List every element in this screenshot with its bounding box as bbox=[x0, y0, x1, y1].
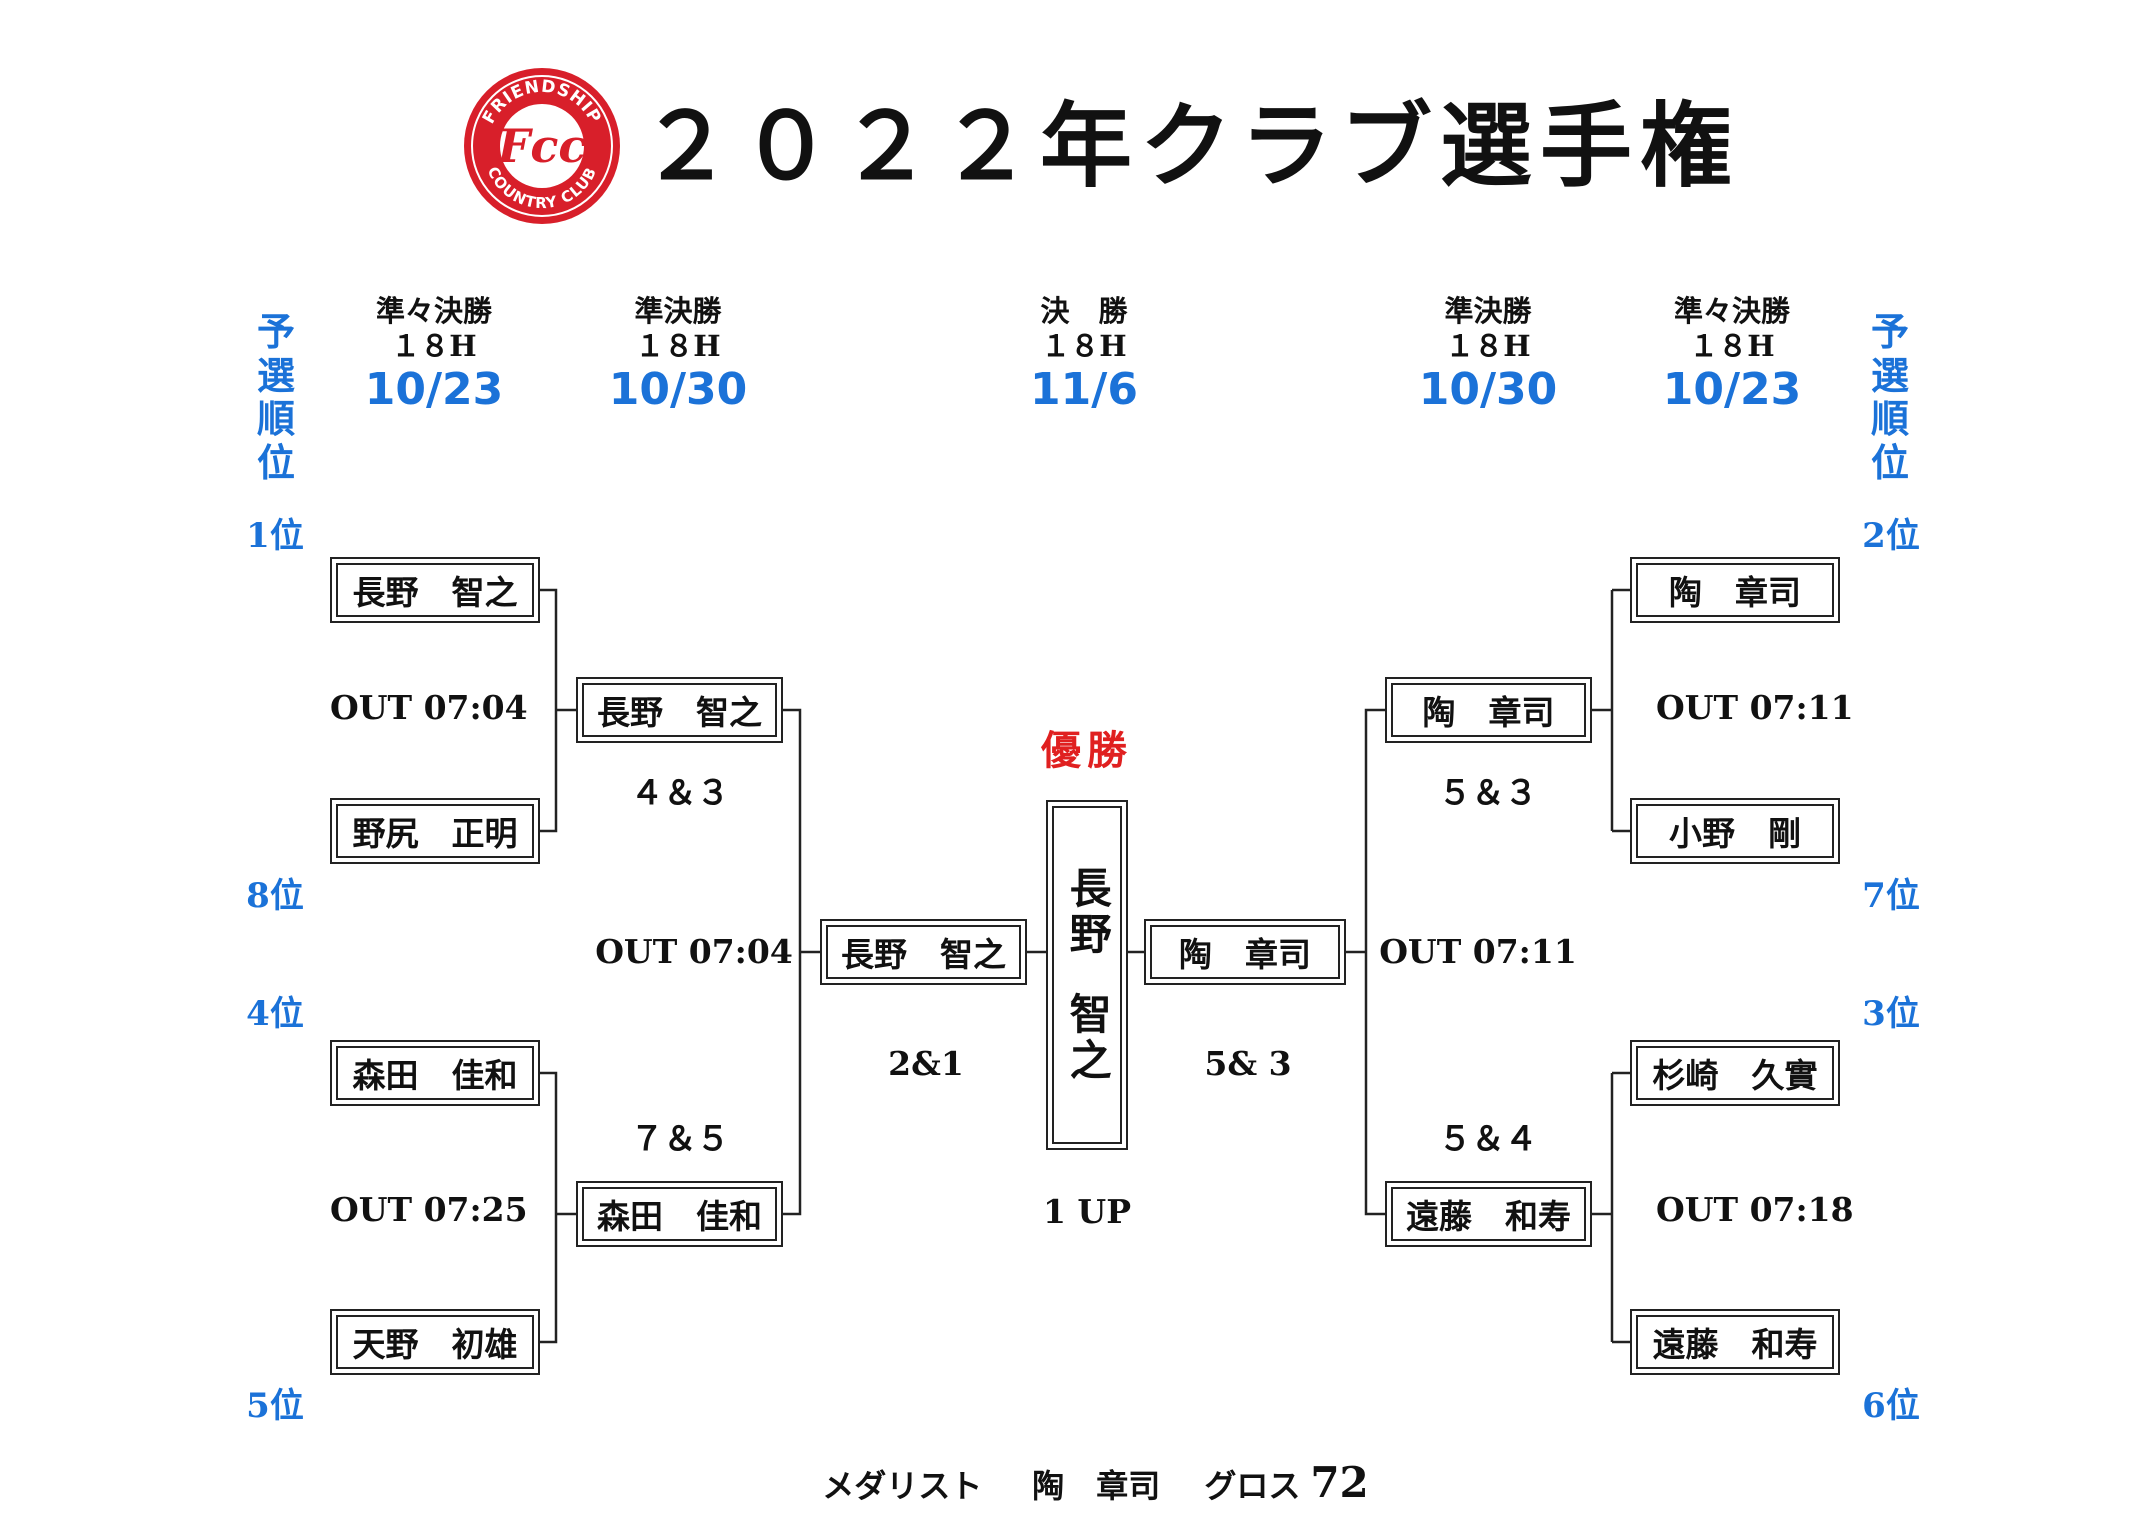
medalist-label: メダリスト bbox=[822, 1467, 983, 1505]
player-box-left-qf-1: 長野 智之 bbox=[330, 557, 540, 623]
round-name: 準決勝 bbox=[634, 294, 722, 328]
score-right-sf-2: ５＆４ bbox=[1438, 1119, 1538, 1158]
champion-box: 長野 智之 bbox=[1046, 800, 1128, 1150]
player-box-left-sf-1: 長野 智之 bbox=[576, 677, 783, 743]
bracket-line-right-qf1 bbox=[1592, 588, 1630, 833]
round-date: 10/30 bbox=[1418, 363, 1558, 415]
medalist-gross: 72 bbox=[1310, 1458, 1369, 1507]
player-box-left-qf-3: 森田 佳和 bbox=[330, 1040, 540, 1106]
final-result: 1 UP bbox=[1042, 1192, 1132, 1231]
player-box-right-sf-1: 陶 章司 bbox=[1385, 677, 1592, 743]
round-name: 準々決勝 bbox=[375, 294, 492, 328]
round-date: 10/23 bbox=[1662, 363, 1802, 415]
tee-time-right-qf-2: OUT 07:18 bbox=[1656, 1190, 1854, 1229]
tee-time-right-qf-1: OUT 07:11 bbox=[1656, 688, 1854, 727]
score-final-left: 2&1 bbox=[888, 1044, 964, 1083]
tee-time-left-qf-1: OUT 07:04 bbox=[330, 688, 528, 727]
round-holes: １８H bbox=[391, 328, 477, 363]
player-name: 長野 智之 bbox=[826, 925, 1021, 979]
score-right-sf-1: ５＆３ bbox=[1438, 773, 1538, 812]
player-box-right-sf-2: 遠藤 和寿 bbox=[1385, 1181, 1592, 1247]
round-header-left-sf: 準決勝 １８H 10/30 bbox=[578, 294, 778, 416]
player-box-right-qf-1: 陶 章司 bbox=[1630, 557, 1840, 623]
round-holes: １８H bbox=[1689, 328, 1775, 363]
player-name: 小野 剛 bbox=[1636, 804, 1834, 858]
player-name: 杉崎 久實 bbox=[1636, 1046, 1834, 1100]
tee-time-left-qf-2: OUT 07:25 bbox=[330, 1190, 528, 1229]
score-final-right: 5& 3 bbox=[1204, 1044, 1292, 1083]
bracket-line-left-sf bbox=[783, 708, 802, 1216]
player-name: 遠藤 和寿 bbox=[1636, 1315, 1834, 1369]
player-box-left-qf-2: 野尻 正明 bbox=[330, 798, 540, 864]
rank-left-3: 4位 bbox=[246, 994, 304, 1034]
rank-left-4: 5位 bbox=[246, 1386, 304, 1426]
round-header-right-sf: 準決勝 １８H 10/30 bbox=[1388, 294, 1588, 416]
round-header-final: 決 勝 １８H 11/6 bbox=[984, 294, 1184, 416]
medalist-gross-label: グロス bbox=[1204, 1467, 1301, 1505]
rank-right-2: 7位 bbox=[1862, 876, 1920, 916]
player-box-right-qf-3: 杉崎 久實 bbox=[1630, 1040, 1840, 1106]
player-name: 長野 智之 bbox=[336, 563, 534, 617]
finalist-box-right: 陶 章司 bbox=[1144, 919, 1346, 985]
qualifying-rank-label-left: 予選順位 bbox=[256, 309, 295, 486]
tee-time-left-sf: OUT 07:04 bbox=[595, 932, 793, 971]
player-name: 陶 章司 bbox=[1150, 925, 1340, 979]
bracket-line-right-sf bbox=[1346, 708, 1385, 1216]
round-holes: １８H bbox=[1445, 328, 1531, 363]
champion-label: 優勝 bbox=[1041, 727, 1133, 774]
bracket-line-left-qf1 bbox=[540, 588, 558, 833]
round-date: 10/23 bbox=[364, 363, 504, 415]
round-date: 11/6 bbox=[1030, 363, 1138, 415]
round-holes: １８H bbox=[635, 328, 721, 363]
player-name: 森田 佳和 bbox=[336, 1046, 534, 1100]
player-box-right-qf-2: 小野 剛 bbox=[1630, 798, 1840, 864]
round-date: 10/30 bbox=[608, 363, 748, 415]
medalist-name: 陶 章司 bbox=[1032, 1467, 1161, 1505]
player-box-left-qf-4: 天野 初雄 bbox=[330, 1309, 540, 1375]
player-name: 陶 章司 bbox=[1391, 683, 1586, 737]
round-name: 決 勝 bbox=[1040, 294, 1128, 328]
round-name: 準々決勝 bbox=[1673, 294, 1790, 328]
round-header-left-qf: 準々決勝 １８H 10/23 bbox=[334, 294, 534, 416]
bracket-line-right-qf2 bbox=[1592, 1071, 1630, 1344]
champion-name-line2: 智之 bbox=[1063, 992, 1113, 1084]
champion-name: 長野 智之 bbox=[1052, 806, 1122, 1144]
player-box-left-sf-2: 森田 佳和 bbox=[576, 1181, 783, 1247]
score-left-sf-2: ７＆５ bbox=[630, 1119, 730, 1158]
svg-text:Fcc: Fcc bbox=[496, 119, 587, 173]
page-title: ２０２２年クラブ選手権 bbox=[640, 92, 1741, 200]
rank-right-1: 2位 bbox=[1862, 516, 1920, 556]
player-name: 野尻 正明 bbox=[336, 804, 534, 858]
round-header-right-qf: 準々決勝 １８H 10/23 bbox=[1632, 294, 1832, 416]
player-name: 天野 初雄 bbox=[336, 1315, 534, 1369]
player-name: 遠藤 和寿 bbox=[1391, 1187, 1586, 1241]
qualifying-rank-label-right: 予選順位 bbox=[1870, 309, 1909, 486]
round-holes: １８H bbox=[1041, 328, 1127, 363]
rank-right-3: 3位 bbox=[1862, 994, 1920, 1034]
bracket-line-left-qf2 bbox=[540, 1071, 558, 1344]
round-name: 準決勝 bbox=[1444, 294, 1532, 328]
score-left-sf-1: ４＆３ bbox=[630, 773, 730, 812]
club-logo: FRIENDSHIP COUNTRY CLUB Fcc bbox=[464, 68, 620, 224]
rank-right-4: 6位 bbox=[1862, 1386, 1920, 1426]
player-name: 森田 佳和 bbox=[582, 1187, 777, 1241]
player-box-right-qf-4: 遠藤 和寿 bbox=[1630, 1309, 1840, 1375]
rank-left-1: 1位 bbox=[246, 516, 304, 556]
player-name: 長野 智之 bbox=[582, 683, 777, 737]
player-name: 陶 章司 bbox=[1636, 563, 1834, 617]
champion-name-line1: 長野 bbox=[1063, 866, 1113, 958]
tee-time-right-sf: OUT 07:11 bbox=[1379, 932, 1577, 971]
rank-left-2: 8位 bbox=[246, 876, 304, 916]
finalist-box-left: 長野 智之 bbox=[820, 919, 1027, 985]
